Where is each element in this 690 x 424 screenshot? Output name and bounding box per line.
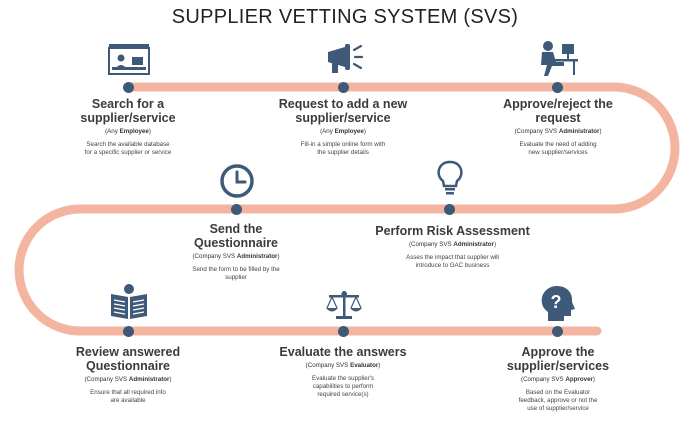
megaphone-icon xyxy=(328,44,363,73)
step-dot-5 xyxy=(231,204,242,215)
step-description: Asses the impact that supplier will intr… xyxy=(406,254,499,269)
step-risk-assessment: Perform Risk Assessment (Company SVS Adm… xyxy=(375,224,530,270)
step-description: Evaluate the supplier's capabilities to … xyxy=(311,375,375,398)
step-role: (Company SVS Administrator) xyxy=(192,253,280,260)
diagram-title: SUPPLIER VETTING SYSTEM (SVS) xyxy=(171,6,519,28)
head-question-icon: ? xyxy=(541,286,575,321)
step-title: Request to add a new supplier/service xyxy=(278,97,408,125)
step-dot-4 xyxy=(444,204,455,215)
step-role: (Company SVS Approver) xyxy=(521,376,595,383)
step-description: Send the form to be filled by the suppli… xyxy=(192,266,280,281)
step-description: Based on the Evaluator feedback, approve… xyxy=(518,389,598,412)
step-title: Approve the supplier/services xyxy=(506,345,610,373)
step-role: (Any Employee) xyxy=(320,128,366,135)
step-title: Search for a supplier/service xyxy=(80,97,176,125)
step-title: Perform Risk Assessment xyxy=(375,224,530,238)
scales-icon xyxy=(326,291,362,319)
step-request-new-supplier: Request to add a new supplier/service (A… xyxy=(268,97,418,157)
step-approve-reject-request: Approve/reject the request (Company SVS … xyxy=(488,97,628,157)
person-at-computer-icon xyxy=(541,41,578,76)
step-dot-2 xyxy=(338,82,349,93)
step-title: Send the Questionnaire xyxy=(193,222,279,250)
step-dot-7 xyxy=(338,326,349,337)
step-title: Review answered Questionnaire xyxy=(75,345,181,373)
road-path xyxy=(14,82,680,336)
step-dot-1 xyxy=(123,82,134,93)
desk-shop-icon xyxy=(108,44,150,75)
step-role: (Company SVS Administrator) xyxy=(84,376,172,383)
lightbulb-icon xyxy=(437,160,463,195)
step-title: Approve/reject the request xyxy=(503,97,613,125)
step-role: (Company SVS Administrator) xyxy=(514,128,602,135)
step-dot-3 xyxy=(552,82,563,93)
newspaper-reader-icon xyxy=(111,284,147,319)
svg-text:?: ? xyxy=(551,292,562,312)
step-description: Fill-in a simple online form with the su… xyxy=(300,141,386,156)
step-send-questionnaire: Send the Questionnaire (Company SVS Admi… xyxy=(166,222,306,282)
step-approve-supplier: Approve the supplier/services (Company S… xyxy=(493,345,623,413)
step-role: (Company SVS Evaluator) xyxy=(305,362,381,369)
step-dot-6 xyxy=(123,326,134,337)
step-description: Search the available database for a spec… xyxy=(84,141,172,156)
step-search-supplier: Search for a supplier/service (Any Emplo… xyxy=(58,97,198,157)
step-role: (Company SVS Administrator) xyxy=(408,241,497,248)
clock-icon xyxy=(220,164,254,198)
step-description: Evaluate the need of adding new supplier… xyxy=(519,141,597,156)
step-dot-8 xyxy=(552,326,563,337)
step-review-questionnaire: Review answered Questionnaire (Company S… xyxy=(63,345,193,405)
step-title: Evaluate the answers xyxy=(279,345,407,359)
step-role: (Any Employee) xyxy=(105,128,151,135)
step-description: Ensure that all required info are availa… xyxy=(90,389,166,404)
step-evaluate-answers: Evaluate the answers (Company SVS Evalua… xyxy=(273,345,413,399)
